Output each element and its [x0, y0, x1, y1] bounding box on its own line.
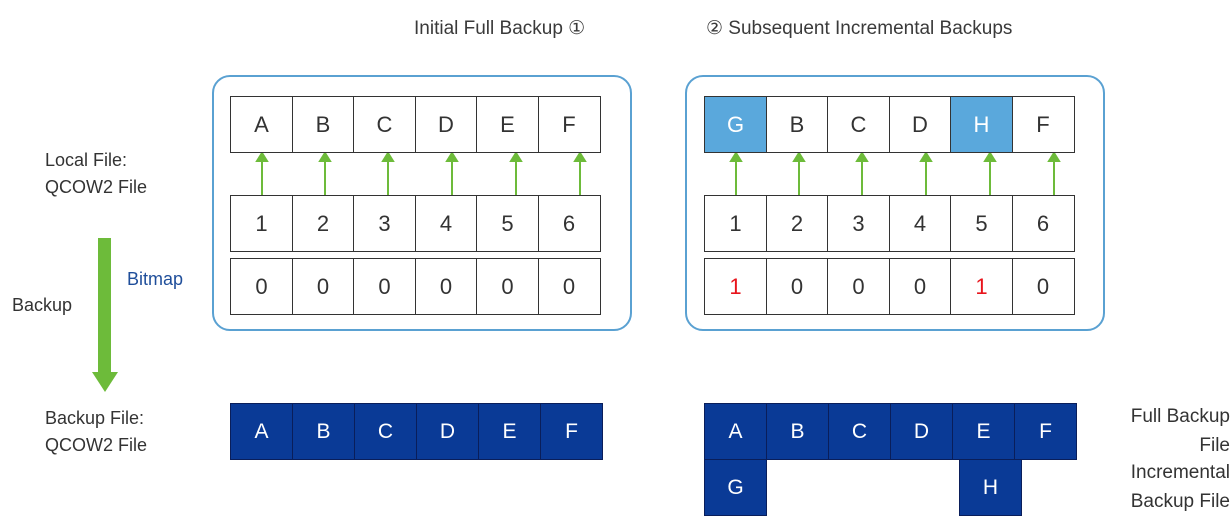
cluster-id-cell: 5 [476, 195, 539, 252]
bitmap-cell: 0 [1011, 258, 1075, 315]
backup-block-cell: E [478, 403, 541, 460]
backup-file-label-line1: Backup File: [45, 408, 145, 428]
bitmap-cell: 0 [230, 258, 293, 315]
cluster-id-cell: 2 [291, 195, 355, 252]
up-arrow-head-icon [855, 153, 869, 162]
backup-arrow-icon [92, 238, 118, 392]
cluster-id-cell: 6 [1011, 195, 1075, 252]
incremental-block-cell: G [704, 459, 767, 516]
cluster-id-cell: 3 [353, 195, 416, 252]
bitmap-cell: 0 [827, 258, 890, 315]
backup-block-cell: B [766, 403, 829, 460]
cluster-id-cell: 4 [414, 195, 478, 252]
full-backup-file-legend-line1: Full Backup [1130, 406, 1230, 427]
incremental-block-g: G [704, 459, 767, 516]
incremental-data-blocks-row: G B C D H F [704, 96, 1075, 153]
incremental-backup-file-legend-line1: Incremental [1130, 462, 1230, 483]
data-block-cell: B [765, 96, 829, 153]
up-arrow-head-icon [255, 153, 269, 162]
data-block-cell: D [888, 96, 952, 153]
backup-block-cell: F [1014, 403, 1077, 460]
full-backup-file-legend-line2: File [1199, 435, 1230, 456]
full-data-blocks-row: A B C D E F [230, 96, 601, 153]
changed-data-block-cell: H [950, 96, 1013, 153]
cluster-id-cell: 6 [537, 195, 601, 252]
incremental-backup-file-legend-line2: Backup File [1130, 491, 1230, 512]
up-arrow-head-icon [509, 153, 523, 162]
incremental-block-h: H [959, 459, 1022, 516]
backup-block-cell: A [230, 403, 293, 460]
data-block-cell: C [353, 96, 416, 153]
local-file-label-line2: QCOW2 File [45, 177, 148, 197]
up-arrow-head-icon [573, 153, 587, 162]
bitmap-cell: 0 [765, 258, 829, 315]
local-file-label: Local File: QCOW2 File [45, 147, 147, 201]
local-file-label-line1: Local File: [45, 150, 128, 170]
up-arrow-head-icon [729, 153, 743, 162]
cluster-id-cell: 4 [888, 195, 952, 252]
backup-block-cell: C [354, 403, 417, 460]
data-block-cell: F [1011, 96, 1075, 153]
up-arrow-head-icon [792, 153, 806, 162]
dirty-bitmap-cell: 1 [704, 258, 767, 315]
data-block-cell: E [476, 96, 539, 153]
cluster-id-cell: 5 [950, 195, 1013, 252]
cluster-id-cell: 1 [704, 195, 767, 252]
data-block-cell: B [291, 96, 355, 153]
incremental-bitmap-row: 1 0 0 0 1 0 [704, 258, 1075, 315]
backup-block-cell: A [704, 403, 767, 460]
up-arrow-head-icon [381, 153, 395, 162]
full-cluster-row: 1 2 3 4 5 6 [230, 195, 601, 252]
data-block-cell: D [414, 96, 478, 153]
cluster-id-cell: 2 [765, 195, 829, 252]
data-block-cell: C [827, 96, 890, 153]
full-pointer-arrows [255, 153, 587, 195]
backup-label: Backup [12, 295, 73, 315]
dirty-bitmap-cell: 1 [950, 258, 1013, 315]
bitmap-label: Bitmap [127, 269, 184, 289]
up-arrow-head-icon [318, 153, 332, 162]
incremental-backup-heading: ② Subsequent Incremental Backups [706, 18, 1013, 39]
backup-block-cell: C [828, 403, 891, 460]
changed-data-block-cell: G [704, 96, 767, 153]
incremental-block-cell: H [959, 459, 1022, 516]
backup-block-cell: E [952, 403, 1015, 460]
bitmap-cell: 0 [291, 258, 355, 315]
up-arrow-head-icon [1047, 153, 1061, 162]
full-backup-file-row: A B C D E F [230, 403, 603, 460]
data-block-cell: A [230, 96, 293, 153]
backup-block-cell: B [292, 403, 355, 460]
incremental-pointer-arrows [729, 153, 1061, 195]
bitmap-cell: 0 [414, 258, 478, 315]
incremental-backup-file-legend: Incremental Backup File [1131, 458, 1230, 516]
incremental-full-backup-file-row: A B C D E F [704, 403, 1077, 460]
up-arrow-head-icon [919, 153, 933, 162]
cluster-id-cell: 3 [827, 195, 890, 252]
backup-block-cell: D [890, 403, 953, 460]
full-backup-heading: Initial Full Backup ① [414, 18, 586, 39]
bitmap-cell: 0 [476, 258, 539, 315]
up-arrow-head-icon [983, 153, 997, 162]
bitmap-cell: 0 [353, 258, 416, 315]
up-arrow-head-icon [445, 153, 459, 162]
bitmap-cell: 0 [537, 258, 601, 315]
backup-file-label: Backup File: QCOW2 File [45, 405, 147, 459]
bitmap-cell: 0 [888, 258, 952, 315]
data-block-cell: F [537, 96, 601, 153]
backup-block-cell: F [540, 403, 603, 460]
incremental-cluster-row: 1 2 3 4 5 6 [704, 195, 1075, 252]
backup-block-cell: D [416, 403, 479, 460]
cluster-id-cell: 1 [230, 195, 293, 252]
backup-file-label-line2: QCOW2 File [45, 435, 148, 455]
full-bitmap-row: 0 0 0 0 0 0 [230, 258, 601, 315]
full-backup-file-legend: Full Backup File [1131, 402, 1230, 460]
